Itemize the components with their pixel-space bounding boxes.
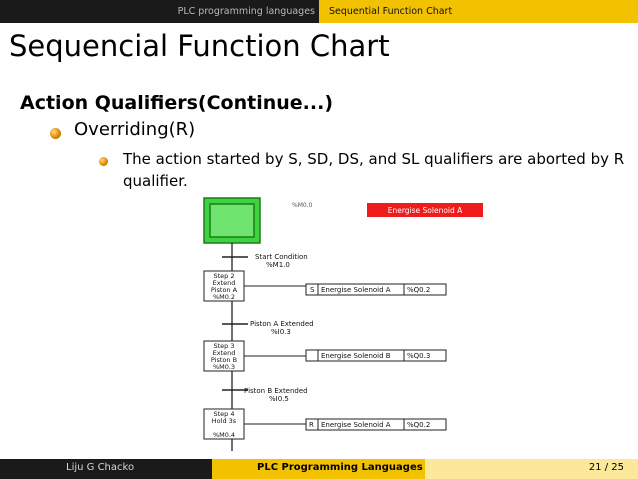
nav-subsection-link[interactable]: Sequential Function Chart (329, 6, 453, 17)
footer-right: 21 / 25 (425, 459, 638, 479)
nav-bar-left: PLC programming languages (0, 0, 319, 23)
nav-bar-right: Sequential Function Chart (319, 0, 638, 23)
svg-text:%Q0.2: %Q0.2 (407, 421, 430, 429)
transition1-address: %M1.0 (266, 261, 290, 269)
svg-text:Energise Solenoid B: Energise Solenoid B (321, 352, 391, 360)
svg-text:%Q0.3: %Q0.3 (407, 352, 430, 360)
transition2-address: %I0.3 (271, 328, 291, 336)
footer-page-number: 21 / 25 (588, 462, 624, 473)
svg-text:%Q0.2: %Q0.2 (407, 286, 430, 294)
step-3 (203, 340, 245, 372)
transition2-name: Piston A Extended (250, 320, 314, 328)
footer-title: PLC Programming Languages (257, 462, 423, 473)
diagram-banner (367, 203, 483, 217)
footer-middle: PLC Programming Languages (212, 459, 425, 479)
sfc-diagram: Energise Solenoid A %M0.0 Start Conditio… (170, 193, 500, 460)
step-4 (203, 408, 245, 440)
sub-bullet-item: The action started by S, SD, DS, and SL … (123, 150, 625, 190)
svg-text:S: S (310, 286, 315, 294)
transition1-name: Start Condition (255, 253, 308, 261)
sub-bullet-icon (99, 157, 108, 166)
diagram-top-label: %M0.0 (292, 202, 313, 209)
svg-text:%M0.3: %M0.3 (213, 363, 235, 371)
diagram-banner-text: Energise Solenoid A (388, 206, 463, 215)
svg-text:Extend: Extend (213, 279, 236, 287)
svg-text:Piston A: Piston A (211, 286, 238, 294)
footer-author: Liju G Chacko (66, 462, 135, 473)
svg-text:%M0.4: %M0.4 (213, 431, 235, 439)
section-heading: Action Qualifiers(Continue...) (20, 92, 334, 114)
transition3-name: Piston B Extended (244, 387, 308, 395)
svg-text:Hold 3s: Hold 3s (212, 417, 237, 425)
svg-text:Step 2: Step 2 (213, 272, 234, 280)
svg-text:%M0.2: %M0.2 (213, 293, 235, 301)
slide-title: Sequencial Function Chart (9, 29, 390, 63)
transition3-address: %I0.5 (269, 395, 289, 403)
svg-text:Step 4: Step 4 (213, 410, 234, 418)
nav-section-link[interactable]: PLC programming languages (177, 6, 315, 17)
svg-text:Piston B: Piston B (211, 356, 237, 364)
bullet-item: Overriding(R) (74, 119, 196, 140)
footer-left: Liju G Chacko (0, 459, 212, 479)
action-3-box (305, 349, 447, 362)
svg-text:Energise Solenoid A: Energise Solenoid A (321, 421, 391, 429)
bullet-icon (50, 128, 61, 139)
svg-text:Extend: Extend (213, 349, 236, 357)
svg-text:Energise Solenoid A: Energise Solenoid A (321, 286, 391, 294)
action-2-box (305, 283, 447, 296)
svg-text:R: R (309, 421, 314, 429)
footer: Liju G Chacko PLC Programming Languages … (0, 459, 638, 479)
svg-text:Step 3: Step 3 (213, 342, 234, 350)
action-4-box (305, 418, 447, 431)
